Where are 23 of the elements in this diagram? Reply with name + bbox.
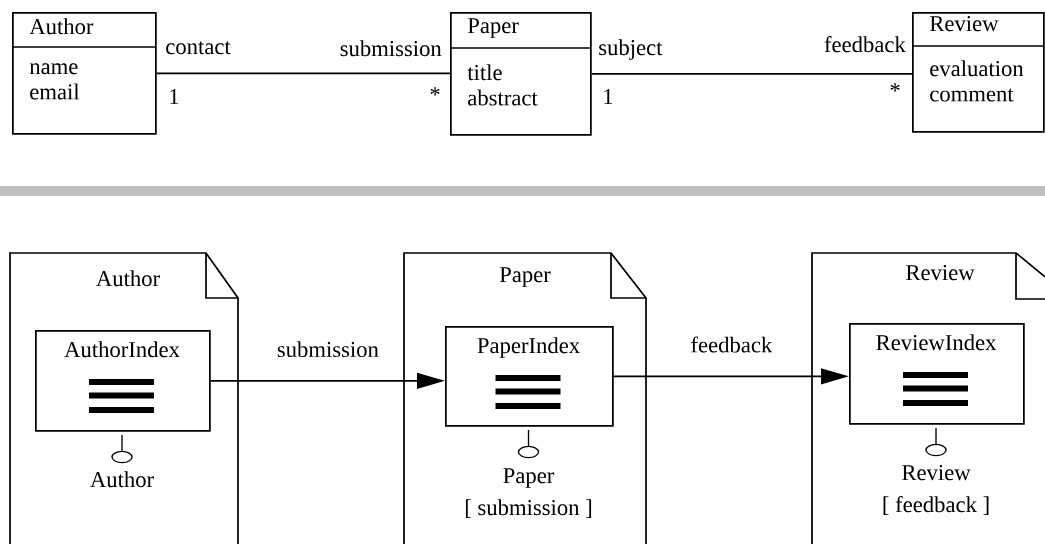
edge-label: submission (275, 339, 381, 359)
interface-label: Review (902, 465, 971, 481)
index-box: AuthorIndex (35, 330, 211, 432)
index-box: PaperIndex (445, 326, 614, 427)
class-box: Review evaluation comment (911, 12, 1045, 133)
multiplicity-label: * (430, 87, 440, 96)
connector (155, 72, 451, 75)
role-label: subject (599, 39, 663, 60)
role-label: submission (340, 40, 442, 57)
multiplicity-label: 1 (604, 89, 613, 104)
multiplicity-label: 1 (170, 89, 179, 104)
edge-label: feedback (689, 335, 774, 354)
index-box: ReviewIndex (849, 323, 1025, 425)
interface-label: Author (90, 471, 154, 488)
class-box: Author name email (11, 12, 157, 135)
connector (590, 73, 913, 75)
role-label: feedback (824, 36, 906, 53)
class-box: Paper title abstract (449, 12, 592, 136)
interface-label: Paper (503, 468, 555, 488)
interface-label: [ submission ] (465, 499, 592, 519)
multiplicity-label: * (890, 83, 900, 92)
role-label: contact (166, 41, 231, 55)
interface-label: [ feedback ] (883, 496, 989, 516)
